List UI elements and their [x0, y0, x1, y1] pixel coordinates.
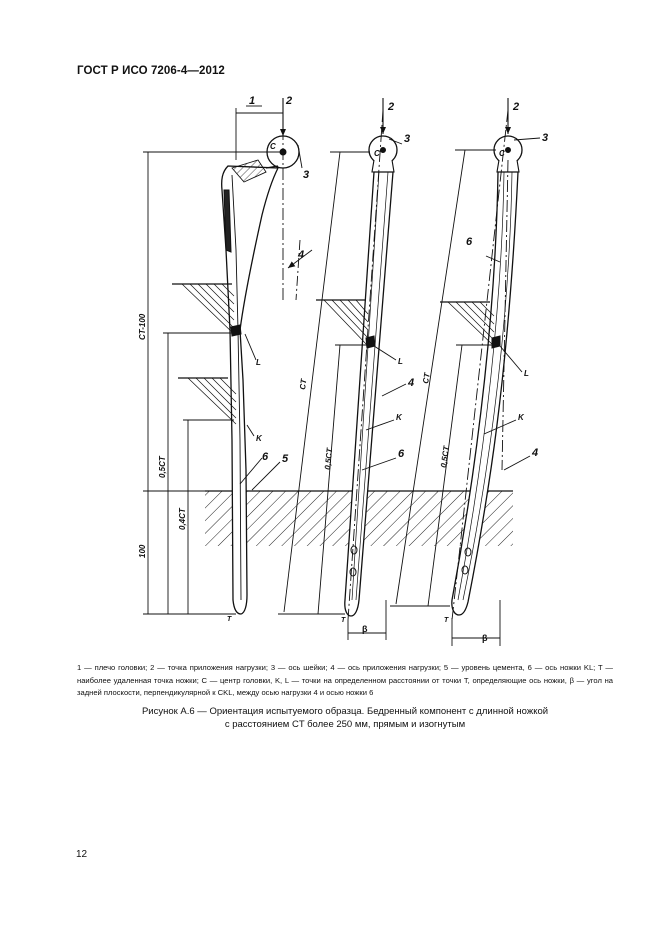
point-l: L	[398, 357, 403, 366]
caption-line-2: с расстоянием CT более 250 мм, прямым и …	[224, 718, 466, 730]
figure-caption: Рисунок А.6 — Ориентация испытуемого обр…	[77, 706, 613, 731]
callout-3: 3	[542, 132, 548, 144]
point-l: L	[524, 369, 529, 378]
dim-point4-ct: 0,4CT	[178, 507, 187, 530]
callout-4: 4	[531, 447, 538, 459]
dim-beta: β	[482, 633, 488, 643]
point-k: K	[518, 413, 525, 422]
right-dimensions	[390, 98, 541, 646]
dim-half-ct: 0,5CT	[323, 446, 334, 470]
callout-2: 2	[285, 95, 292, 107]
callout-2: 2	[387, 101, 394, 113]
caption-line-1: Рисунок А.6 — Ориентация испытуемого обр…	[141, 706, 549, 717]
middle-labels: 2 3 4 6 C L K T β	[341, 101, 414, 634]
stem-straight-view	[344, 135, 398, 617]
callout-3: 3	[303, 169, 309, 181]
figure-a6: 1 2 3 4 5 6 C L K T CT-100 100 0,5CT 0,4…	[138, 95, 548, 646]
dim-ct: CT	[298, 377, 309, 390]
point-l: L	[256, 358, 261, 367]
right-dim-labels: CT 0,5CT	[421, 371, 451, 468]
left-labels: 1 2 3 4 5 6 C L K T	[227, 95, 309, 623]
point-t: T	[444, 617, 449, 624]
middle-dim-labels: CT 0,5CT	[298, 377, 334, 470]
dim-ct: CT	[421, 371, 432, 384]
callout-5: 5	[282, 453, 289, 465]
callout-1: 1	[249, 95, 255, 107]
point-c: C	[499, 149, 505, 158]
dim-beta: β	[362, 624, 368, 634]
dim-half-ct: 0,5CT	[158, 455, 167, 478]
callout-6: 6	[466, 236, 473, 248]
stem-curved-view	[451, 135, 523, 616]
middle-dimensions	[278, 98, 407, 640]
left-dim-labels: CT-100 100 0,5CT 0,4CT	[138, 313, 187, 558]
right-labels: 2 3 6 4 C L K T β	[444, 101, 548, 643]
page-number: 12	[76, 849, 88, 860]
callout-6: 6	[398, 448, 405, 460]
figure-legend: 1 — плечо головки; 2 — точка приложения …	[77, 663, 613, 697]
callout-3: 3	[404, 133, 410, 145]
point-c: C	[270, 142, 276, 151]
dim-ct-100: CT-100	[138, 313, 147, 340]
dim-100: 100	[138, 544, 147, 558]
point-k: K	[256, 434, 263, 443]
callout-6: 6	[262, 451, 269, 463]
point-k: K	[396, 413, 403, 422]
point-c: C	[374, 149, 380, 158]
callout-2: 2	[512, 101, 519, 113]
dim-half-ct: 0,5CT	[439, 444, 451, 468]
point-t: T	[227, 616, 232, 623]
left-dimensions	[143, 98, 313, 615]
point-t: T	[341, 617, 346, 624]
callout-4: 4	[407, 377, 414, 389]
callout-4: 4	[297, 249, 304, 261]
document-header: ГОСТ Р ИСО 7206-4—2012	[77, 65, 225, 77]
